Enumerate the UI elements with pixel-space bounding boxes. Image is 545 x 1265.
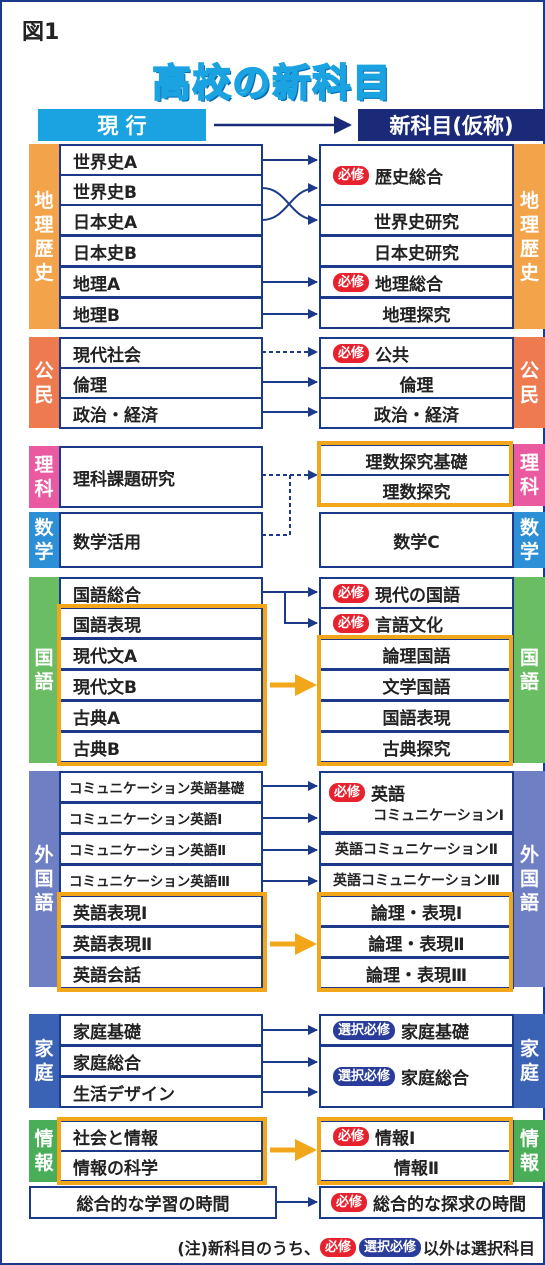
highlight-english-new [317, 892, 513, 992]
highlight-japanese-new [317, 635, 513, 766]
current-classics-a: 古典A [59, 700, 263, 732]
current-world-history-b: 世界史B [59, 174, 263, 206]
current-geography-b: 地理B [59, 297, 263, 329]
current-politics-economics: 政治・経済 [59, 397, 263, 429]
new-history-general: 必修歴史総合 [319, 144, 514, 206]
figure-label: 図1 [22, 20, 60, 45]
current-japanese-history-b: 日本史B [59, 235, 263, 267]
current-science-research: 理科課題研究 [59, 446, 263, 508]
new-home-basic: 選択必修家庭基礎 [319, 1014, 514, 1046]
current-comm-english-basic: コミュニケーション英語基礎 [59, 771, 263, 803]
required-badge: 必修 [331, 1193, 368, 1212]
category-foreign-language: 外国語 [29, 771, 59, 987]
required-badge: 必修 [333, 272, 370, 292]
current-comm-english-1: コミュニケーション英語Ⅰ [59, 802, 263, 834]
required-badge: 必修 [329, 782, 366, 802]
new-integrated-inquiry: 必修総合的な探求の時間 [319, 1186, 544, 1219]
category-geo-history: 地理歴史 [29, 144, 59, 329]
new-classics-inquiry: 古典探究 [319, 731, 514, 763]
highlight-info-current [57, 1117, 267, 1185]
current-contemporary-society: 現代社会 [59, 337, 263, 369]
required-badge: 必修 [333, 165, 370, 185]
highlight-info-new [317, 1117, 513, 1185]
header-new: 新科目(仮称) [358, 109, 545, 141]
current-life-design: 生活デザイン [59, 1076, 263, 1108]
new-japanese-history-study: 日本史研究 [319, 235, 514, 267]
category-science: 理科 [29, 446, 59, 508]
new-language-culture: 必修言語文化 [319, 607, 514, 639]
new-public: 必修公共 [319, 337, 514, 369]
category-civics-right: 公民 [514, 337, 545, 428]
current-japanese-history-a: 日本史A [59, 204, 263, 236]
current-comm-english-3: コミュニケーション英語Ⅲ [59, 864, 263, 896]
new-science-math-inquiry: 理数探究 [319, 474, 514, 506]
highlight-science [317, 441, 513, 507]
category-math: 数学 [29, 512, 59, 568]
category-math-right: 数学 [514, 512, 545, 568]
current-japanese-expression: 国語表現 [59, 607, 263, 639]
new-geography-inquiry: 地理探究 [319, 297, 514, 329]
new-math-c: 数学C [319, 512, 514, 568]
new-logic-expression-1: 論理・表現Ⅰ [319, 895, 514, 927]
new-geography-general: 必修地理総合 [319, 266, 514, 298]
page-title: 高校の新科目 [151, 60, 393, 106]
new-logic-expression-2: 論理・表現Ⅱ [319, 926, 514, 958]
new-world-history-study: 世界史研究 [319, 204, 514, 236]
category-science-right: 理科 [514, 444, 545, 506]
category-home-economics-right: 家庭 [514, 1014, 545, 1108]
required-badge: 必修 [333, 583, 370, 603]
required-badge: 必修 [319, 1237, 356, 1257]
category-home-economics: 家庭 [29, 1014, 59, 1108]
new-info-2: 情報Ⅱ [319, 1150, 514, 1182]
new-english-comm-1: 必修英語 コミュニケーションⅠ [319, 771, 514, 833]
category-japanese: 国語 [29, 577, 59, 763]
required-badge: 必修 [333, 343, 370, 363]
required-badge: 必修 [333, 613, 370, 633]
elective-required-badge: 選択必修 [333, 1067, 396, 1086]
elective-required-badge: 選択必修 [333, 1020, 396, 1040]
footnote: (注)新科目のうち、必修選択必修以外は選択科目 [177, 1237, 535, 1258]
highlight-english-current [57, 892, 267, 992]
new-logic-expression-3: 論理・表現Ⅲ [319, 957, 514, 989]
new-politics-economics: 政治・経済 [319, 397, 514, 429]
current-integrated-study: 総合的な学習の時間 [29, 1186, 277, 1219]
highlight-japanese-current [57, 604, 267, 766]
current-home-general: 家庭総合 [59, 1045, 263, 1077]
required-badge: 必修 [333, 1126, 370, 1146]
current-geography-a: 地理A [59, 266, 263, 298]
new-home-general: 選択必修家庭総合 [319, 1045, 514, 1108]
new-modern-japanese: 必修現代の国語 [319, 577, 514, 609]
category-information-right: 情報 [514, 1120, 545, 1182]
current-comm-english-2: コミュニケーション英語Ⅱ [59, 833, 263, 865]
current-society-and-info: 社会と情報 [59, 1120, 263, 1152]
current-world-history-a: 世界史A [59, 144, 263, 176]
category-foreign-language-right: 外国語 [514, 771, 545, 987]
category-information: 情報 [29, 1120, 59, 1182]
new-ethics: 倫理 [319, 367, 514, 399]
current-classics-b: 古典B [59, 731, 263, 763]
current-english-expression-1: 英語表現Ⅰ [59, 895, 263, 927]
category-civics: 公民 [29, 337, 59, 428]
current-math-application: 数学活用 [59, 512, 263, 568]
category-japanese-right: 国語 [514, 577, 545, 763]
elective-required-badge: 選択必修 [358, 1237, 421, 1257]
new-english-comm-2: 英語コミュニケーションⅡ [319, 833, 514, 865]
current-ethics: 倫理 [59, 367, 263, 399]
category-geo-history-right: 地理歴史 [514, 144, 545, 329]
current-home-basic: 家庭基礎 [59, 1014, 263, 1046]
header-current: 現 行 [38, 109, 206, 141]
